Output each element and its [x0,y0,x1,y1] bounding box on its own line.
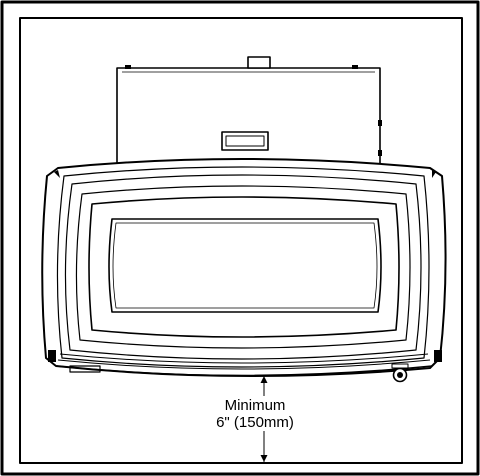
clearance-label-line2: 6" (150mm) [200,414,310,431]
clearance-label-line1: Minimum [200,397,310,414]
wall-outline [19,17,463,464]
clearance-dimension-arrow [260,376,268,462]
control-knob-icon [391,363,409,383]
fireplace-front [41,158,447,378]
rear-housing [116,56,382,168]
